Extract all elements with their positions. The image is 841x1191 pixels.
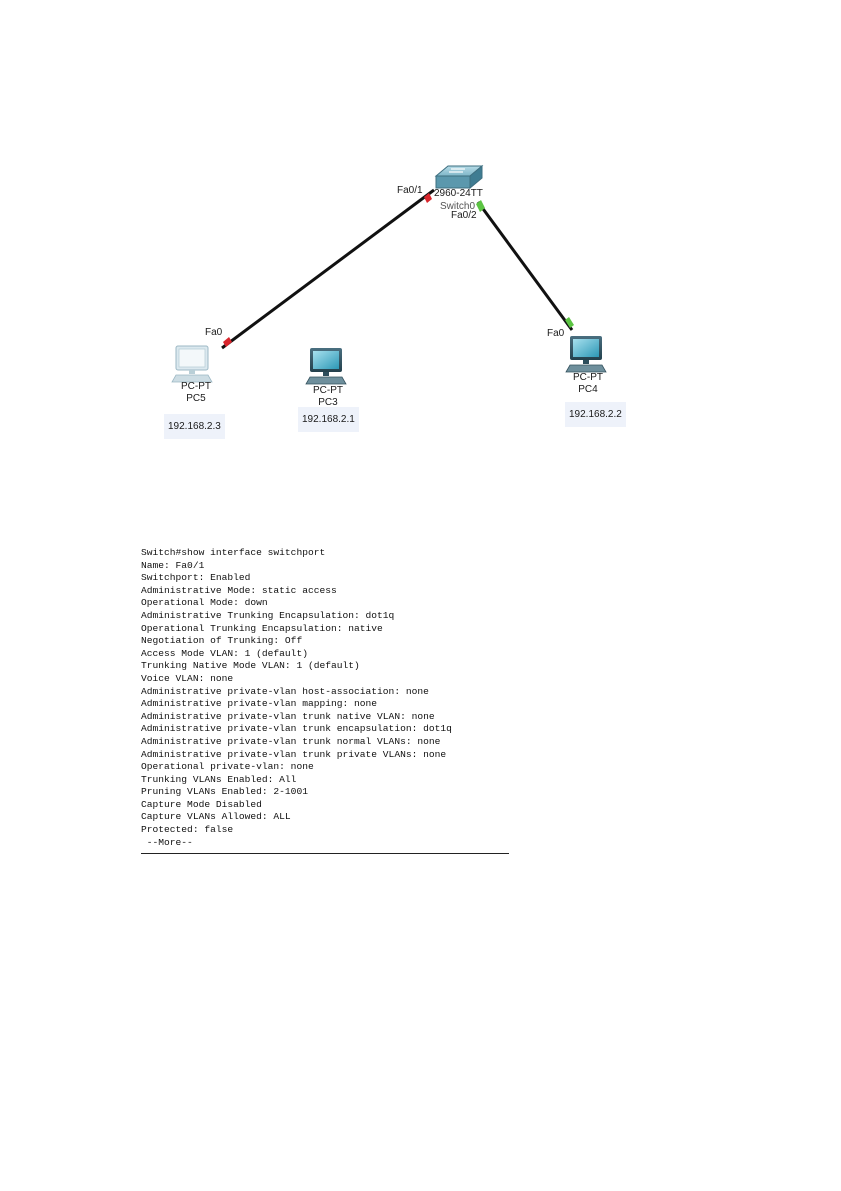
cli-line: Operational private-vlan: none	[141, 761, 314, 773]
cli-line: Operational Mode: down	[141, 597, 268, 609]
pc5-name-label: PC5	[186, 393, 206, 404]
switch-icon[interactable]	[434, 164, 484, 190]
link-pc4-switch[interactable]	[476, 201, 574, 331]
cli-more-prompt[interactable]: --More--	[141, 836, 193, 848]
link-status-down-icon	[223, 337, 232, 347]
cli-line: Administrative private-vlan trunk normal…	[141, 735, 441, 747]
cli-line: Negotiation of Trunking: Off	[141, 635, 303, 647]
cli-line: Administrative Mode: static access	[141, 584, 337, 596]
network-topology-diagram	[171, 164, 607, 385]
switch-name-label: Switch0	[440, 201, 476, 212]
pc-icon[interactable]	[565, 336, 607, 373]
cli-line: Operational Trunking Encapsulation: nati…	[141, 622, 383, 634]
cli-output: Switch#show interface switchport Name: F…	[141, 547, 509, 854]
pc3-name-label: PC3	[318, 397, 338, 408]
link-pc5-switch[interactable]	[221, 188, 435, 350]
cli-line: Administrative private-vlan trunk encaps…	[141, 723, 452, 735]
port-label-pc4-fa0: Fa0	[547, 328, 565, 339]
cli-line: Capture Mode Disabled	[141, 798, 262, 810]
cli-line: Trunking Native Mode VLAN: 1 (default)	[141, 660, 360, 672]
cli-line: Administrative private-vlan trunk privat…	[141, 748, 447, 760]
pc3-type-label: PC-PT	[313, 385, 343, 396]
port-label-fa0-1: Fa0/1	[397, 185, 423, 196]
pc5-type-label: PC-PT	[181, 381, 211, 392]
pc5-ip-label: 192.168.2.3	[164, 414, 225, 439]
cli-line: Capture VLANs Allowed: ALL	[141, 811, 291, 823]
pc4-type-label: PC-PT	[573, 372, 603, 383]
pc3-ip-label: 192.168.2.1	[298, 407, 359, 432]
cli-line: Administrative private-vlan mapping: non…	[141, 698, 378, 710]
link-status-up-icon	[476, 200, 485, 212]
switch-model-label: 2960-24TT	[434, 188, 483, 199]
cli-line: Trunking VLANs Enabled: All	[141, 773, 297, 785]
cli-line: Name: Fa0/1	[141, 559, 205, 571]
pc4-ip-label: 192.168.2.2	[565, 402, 626, 427]
link-status-down-icon	[424, 193, 432, 203]
pc-icon[interactable]	[305, 348, 347, 385]
cli-line: Protected: false	[141, 824, 234, 836]
cli-line: Switch#show interface switchport	[141, 547, 326, 558]
cli-line: Voice VLAN: none	[141, 672, 234, 684]
cli-line: Pruning VLANs Enabled: 2-1001	[141, 786, 308, 798]
cli-line: Administrative Trunking Encapsulation: d…	[141, 609, 395, 621]
port-label-pc5-fa0: Fa0	[205, 327, 223, 338]
cli-line: Administrative private-vlan trunk native…	[141, 710, 435, 722]
cli-line: Administrative private-vlan host-associa…	[141, 685, 429, 697]
cli-line: Access Mode VLAN: 1 (default)	[141, 647, 308, 659]
port-label-fa0-2: Fa0/2	[451, 210, 477, 221]
pc4-name-label: PC4	[578, 384, 598, 395]
cli-line: Switchport: Enabled	[141, 572, 251, 584]
pc-icon[interactable]	[171, 345, 213, 383]
link-status-up-icon	[565, 317, 574, 328]
